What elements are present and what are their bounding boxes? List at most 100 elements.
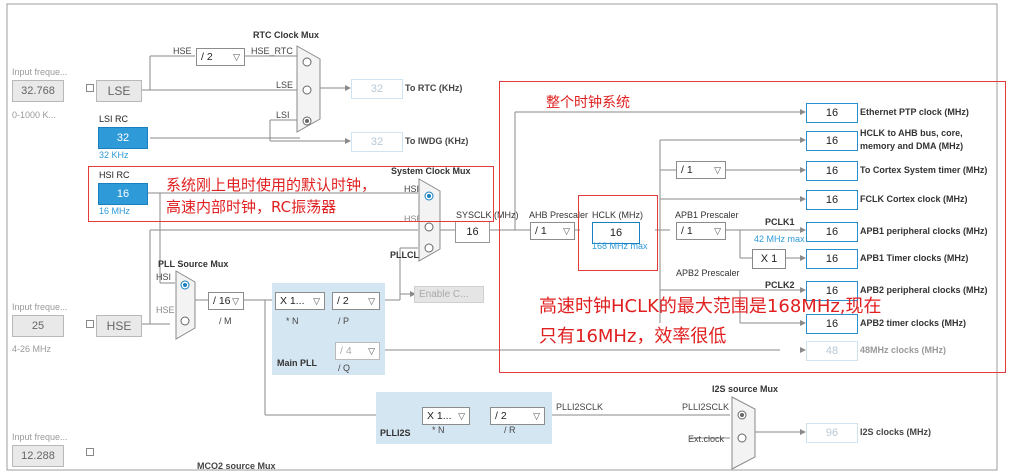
lsi-caption: 32 KHz xyxy=(99,150,129,160)
pll-p-select[interactable]: / 2 ▽ xyxy=(332,292,380,310)
output-apb2-timer-value[interactable]: 16 xyxy=(806,314,858,334)
lsi-rc-value[interactable]: 32 xyxy=(98,127,148,149)
apb2-prescaler-label: APB2 Prescaler xyxy=(676,268,740,278)
chevron-down-icon: ▽ xyxy=(458,410,465,421)
hsi-rc-value[interactable]: 16 xyxy=(98,183,148,205)
output-ethernet-ptp-value[interactable]: 16 xyxy=(806,103,858,123)
rtc-hse-divider-select[interactable]: / 2▽ xyxy=(196,48,245,66)
lse-input-freq-field[interactable]: 32.768 xyxy=(12,80,64,102)
lse-connector xyxy=(86,84,94,92)
output-apb2-peripheral-value[interactable]: 16 xyxy=(806,281,858,301)
pll-p-value: / 2 xyxy=(337,295,349,307)
output-apb1-timer-value[interactable]: 16 xyxy=(806,249,858,269)
plli2s-r-label: / R xyxy=(504,425,516,435)
plli2s-n-value: X 1... xyxy=(427,410,452,422)
output-fclk-value[interactable]: 16 xyxy=(806,190,858,210)
hsi-annotation-box xyxy=(88,166,494,222)
mco2-source-mux-title: MCO2 source Mux xyxy=(197,461,276,471)
sysclk-label: SYSCLK (MHz) xyxy=(456,210,519,220)
pclk1-max-caption: 42 MHz max xyxy=(754,234,805,244)
output-apb2-peripheral-label: APB2 peripheral clocks (MHz) xyxy=(860,285,988,295)
i2s-output-label: I2S clocks (MHz) xyxy=(860,427,932,437)
chevron-down-icon: ▽ xyxy=(714,164,721,175)
hsi-annotation-line2: 高速内部时钟，RC振荡器 xyxy=(166,198,337,216)
output-apb2-timer-label: APB2 timer clocks (MHz) xyxy=(860,318,967,328)
pll-q-value: / 4 xyxy=(340,345,352,357)
pll-n-label: * N xyxy=(286,316,299,326)
output-48mhz-value[interactable]: 48 xyxy=(806,341,858,361)
plli2sclk-label-a: PLLI2SCLK xyxy=(556,402,604,412)
clock-system-annotation-box xyxy=(499,81,1006,373)
pll-hse-label: HSE xyxy=(156,305,175,315)
pll-n-select[interactable]: X 1... ▽ xyxy=(275,292,325,310)
rtc-hse-label: HSE xyxy=(173,46,192,56)
ext-input-freq-field[interactable]: 12.288 xyxy=(12,445,64,467)
output-cortex-timer-value[interactable]: 16 xyxy=(806,161,858,181)
system-clock-mux-title: System Clock Mux xyxy=(391,166,471,176)
hclk-annotation-line2: 只有16MHz，效率很低 xyxy=(539,326,727,347)
pll-hsi-label: HSI xyxy=(156,272,172,282)
hse-connector xyxy=(86,320,94,328)
pll-q-select[interactable]: / 4▽ xyxy=(335,342,380,360)
plli2s-r-select[interactable]: / 2▽ xyxy=(490,407,545,425)
iwdg-output-value[interactable]: 32 xyxy=(351,132,403,152)
pll-q-label: / Q xyxy=(338,363,351,373)
enable-css-button[interactable]: Enable C... xyxy=(414,286,484,303)
pll-m-value: / 16 xyxy=(213,295,231,307)
hse-input-freq-field[interactable]: 25 xyxy=(12,315,64,337)
output-apb1-peripheral-value[interactable]: 16 xyxy=(806,222,858,242)
hsi-annotation-line1: 系统刚上电时使用的默认时钟， xyxy=(166,176,377,194)
chevron-down-icon: ▽ xyxy=(313,295,320,306)
hse-input-freq-label: Input freque... xyxy=(12,302,68,312)
chevron-down-icon: ▽ xyxy=(368,295,375,306)
rtc-hse-rtc-label: HSE_RTC xyxy=(251,46,293,56)
hclk-label: HCLK (MHz) xyxy=(592,210,643,220)
chevron-down-icon: ▽ xyxy=(533,410,540,421)
ahb-prescaler-select[interactable]: / 1 ▽ xyxy=(530,222,575,240)
output-hclk-ahb-value[interactable]: 16 xyxy=(806,131,858,151)
cortex-div-value: / 1 xyxy=(681,164,693,176)
lse-input-freq-label: Input freque... xyxy=(12,67,68,77)
iwdg-output-label: To IWDG (KHz) xyxy=(405,136,469,146)
rtc-lse-label: LSE xyxy=(276,80,294,90)
output-fclk-label: FCLK Cortex clock (MHz) xyxy=(860,194,968,204)
apb1-prescaler-select[interactable]: / 1▽ xyxy=(676,222,726,240)
output-cortex-timer-label: To Cortex System timer (MHz) xyxy=(860,165,988,175)
ahb-prescaler-value: / 1 xyxy=(535,225,547,237)
ahb-prescaler-label: AHB Prescaler xyxy=(529,210,589,220)
rtc-lsi-label: LSI xyxy=(276,110,290,120)
sysclk-hse-label: HSE xyxy=(404,214,423,224)
pll-source-mux-title: PLL Source Mux xyxy=(158,259,229,269)
pll-p-label: / P xyxy=(338,316,350,326)
hse-range-label: 4-26 MHz xyxy=(12,344,52,354)
pll-source-mux-shape[interactable] xyxy=(175,270,197,340)
pll-m-select[interactable]: / 16▽ xyxy=(208,292,244,310)
cortex-timer-divider-select[interactable]: / 1 ▽ xyxy=(676,161,726,179)
pll-n-value: X 1... xyxy=(280,295,305,307)
lse-source-box[interactable]: LSE xyxy=(96,80,142,102)
hclk-value-input[interactable]: 16 xyxy=(592,222,640,244)
i2s-source-mux-shape[interactable] xyxy=(731,396,757,470)
pclk2-label: PCLK2 xyxy=(765,280,795,290)
chevron-down-icon: ▽ xyxy=(232,295,239,306)
chevron-down-icon: ▽ xyxy=(563,225,570,236)
rtc-mux-shape[interactable] xyxy=(296,45,322,133)
rtc-output-value[interactable]: 32 xyxy=(351,79,403,99)
output-hclk-ahb-label: HCLK to AHB bus, core, memory and DMA (M… xyxy=(860,128,964,151)
plli2s-n-label: * N xyxy=(432,425,445,435)
output-apb1-peripheral-label: APB1 peripheral clocks (MHz) xyxy=(860,226,988,236)
hse-source-box[interactable]: HSE xyxy=(96,315,142,337)
ext-clock-label: Ext.clock xyxy=(688,434,725,444)
system-clock-mux-shape[interactable] xyxy=(418,178,442,262)
apb1-timer-multiplier[interactable]: X 1 xyxy=(752,249,786,269)
sysclk-pllclk-label: PLLCLK xyxy=(390,250,426,260)
output-48mhz-label: 48MHz clocks (MHz) xyxy=(860,345,947,355)
plli2sclk-label-b: PLLI2SCLK xyxy=(682,402,730,412)
sysclk-value[interactable]: 16 xyxy=(455,221,490,243)
hsi-rc-title: HSI RC xyxy=(99,170,130,180)
plli2s-n-select[interactable]: X 1... ▽ xyxy=(422,407,470,425)
ext-connector xyxy=(86,448,94,456)
i2s-output-value[interactable]: 96 xyxy=(806,423,858,443)
